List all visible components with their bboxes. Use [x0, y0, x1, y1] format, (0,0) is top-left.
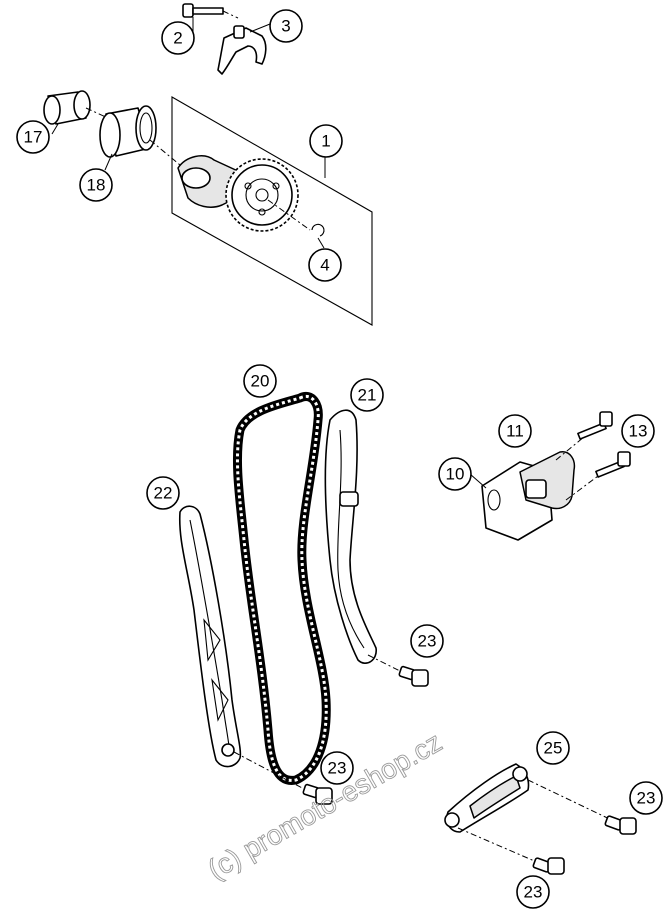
callout-23-bottom-label: 23: [524, 883, 543, 902]
chain-guide-part-21: [324, 409, 403, 673]
callout-4: 4: [308, 248, 342, 282]
callout-17: 17: [16, 120, 50, 154]
camshaft-lobe: [181, 167, 211, 189]
needle-bearing-part-17: [43, 90, 109, 125]
bracket-part-3: [217, 27, 267, 75]
callout-21: 21: [350, 378, 384, 412]
tensioner-rail-part-22: [178, 505, 307, 791]
callout-22-label: 22: [154, 484, 173, 503]
camshaft-assembly: [171, 96, 373, 326]
circlip: [311, 223, 325, 237]
callout-13: 13: [621, 414, 655, 448]
bolt-23-guide-upper: [604, 815, 637, 835]
callout-23-right-label: 23: [637, 789, 656, 808]
callout-20-label: 20: [251, 372, 270, 391]
callout-25: 25: [536, 731, 570, 765]
callout-11-label: 11: [506, 422, 524, 441]
timing-chain-part-20: [232, 392, 331, 785]
callout-10-label: 10: [446, 465, 465, 484]
callout-25-label: 25: [544, 739, 563, 758]
callout-23-guide-label: 23: [418, 632, 437, 651]
callout-3: 3: [269, 9, 303, 43]
leader-lines: [51, 17, 487, 489]
callout-13-label: 13: [629, 422, 648, 441]
callout-21-label: 21: [358, 386, 377, 405]
callout-22: 22: [146, 476, 180, 510]
callout-1: 1: [309, 124, 343, 158]
callout-2-label: 2: [173, 29, 182, 48]
bolt-part-11: [577, 411, 613, 440]
callout-3-label: 3: [281, 17, 290, 36]
callout-18: 18: [79, 168, 113, 202]
callout-17-label: 17: [24, 128, 43, 147]
bolt-part-13: [595, 451, 631, 478]
callout-11: 11: [498, 414, 532, 448]
callout-10: 10: [438, 457, 472, 491]
callout-23-guide: 23: [410, 624, 444, 658]
callout-23-rail: 23: [320, 751, 354, 785]
callout-23-right: 23: [629, 781, 663, 815]
cam-sprocket: [225, 158, 299, 232]
callout-20: 20: [243, 364, 277, 398]
guide-part-25: [444, 763, 621, 867]
roller-bearing-part-18: [99, 105, 181, 166]
callout-18-label: 18: [87, 176, 106, 195]
callout-1-label: 1: [321, 132, 330, 151]
callout-23-bottom: 23: [516, 875, 550, 909]
callout-23-rail-label: 23: [328, 759, 347, 778]
chain-tensioner-part-10: [481, 431, 607, 541]
callout-4-label: 4: [320, 256, 329, 275]
bolt-23-guide: [398, 665, 429, 687]
callout-2: 2: [161, 21, 195, 55]
assembly-frame: [171, 96, 373, 326]
bolt-23-guide-lower: [532, 857, 565, 875]
bolt-23-rail: [302, 783, 333, 805]
bolt-part-2: [182, 3, 239, 19]
